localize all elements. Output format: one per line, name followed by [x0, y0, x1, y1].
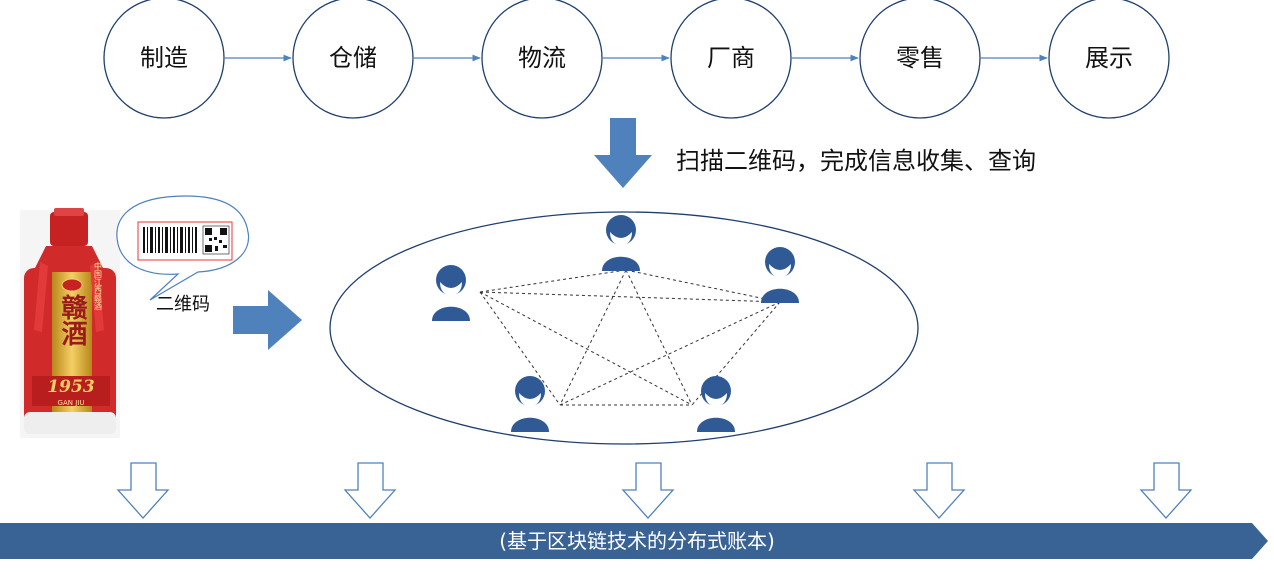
qr-caption: 二维码	[156, 294, 210, 315]
ledger-bar	[0, 523, 1268, 559]
down-arrow-outline-icon	[343, 462, 397, 519]
flow-label-logistics: 物流	[518, 44, 566, 72]
user-icon	[432, 265, 470, 321]
down-arrow-outline-icon	[1139, 462, 1193, 519]
flow-chain	[103, 0, 1170, 119]
flow-label-manufacture: 制造	[140, 44, 188, 72]
flow-node-display	[1048, 0, 1170, 119]
down-arrow-outline-icon	[116, 462, 170, 519]
bottle-brand-text: 赣酒	[57, 293, 87, 346]
ledger-down-arrows	[116, 462, 1193, 519]
down-arrow-outline-icon	[912, 462, 966, 519]
user-icon	[602, 215, 640, 271]
liquor-bottle-image	[20, 208, 120, 438]
network-ellipse	[329, 211, 919, 445]
scan-caption: 扫描二维码，完成信息收集、查询	[676, 147, 1036, 175]
flow-node-retail	[859, 0, 981, 119]
ledger-label: (基于区块链技术的分布式账本)	[499, 529, 775, 553]
flow-node-logistics	[481, 0, 603, 119]
flow-label-vendor: 厂商	[707, 44, 755, 72]
flow-label-retail: 零售	[896, 44, 944, 72]
qr-code-icon	[202, 225, 230, 255]
bottle-year-text: 1953	[47, 377, 94, 397]
bottle-sub-text: GAN JIU	[58, 399, 85, 407]
scan-down-arrow	[594, 118, 652, 188]
qr-to-network-arrow	[233, 290, 302, 350]
flow-node-vendor	[670, 0, 792, 119]
flow-node-storage	[292, 0, 414, 119]
network-links	[479, 269, 781, 406]
flow-label-storage: 仓储	[329, 44, 377, 72]
user-icon	[761, 247, 799, 303]
bottle-side-text: 中国江西赣酒	[94, 261, 103, 311]
flow-label-display: 展示	[1085, 44, 1133, 72]
user-icon	[697, 376, 735, 432]
down-arrow-outline-icon	[621, 462, 675, 519]
qr-callout-bubble	[116, 195, 250, 301]
barcode-icon	[143, 227, 197, 253]
user-icon	[511, 376, 549, 432]
flow-node-manufacture	[103, 0, 225, 119]
